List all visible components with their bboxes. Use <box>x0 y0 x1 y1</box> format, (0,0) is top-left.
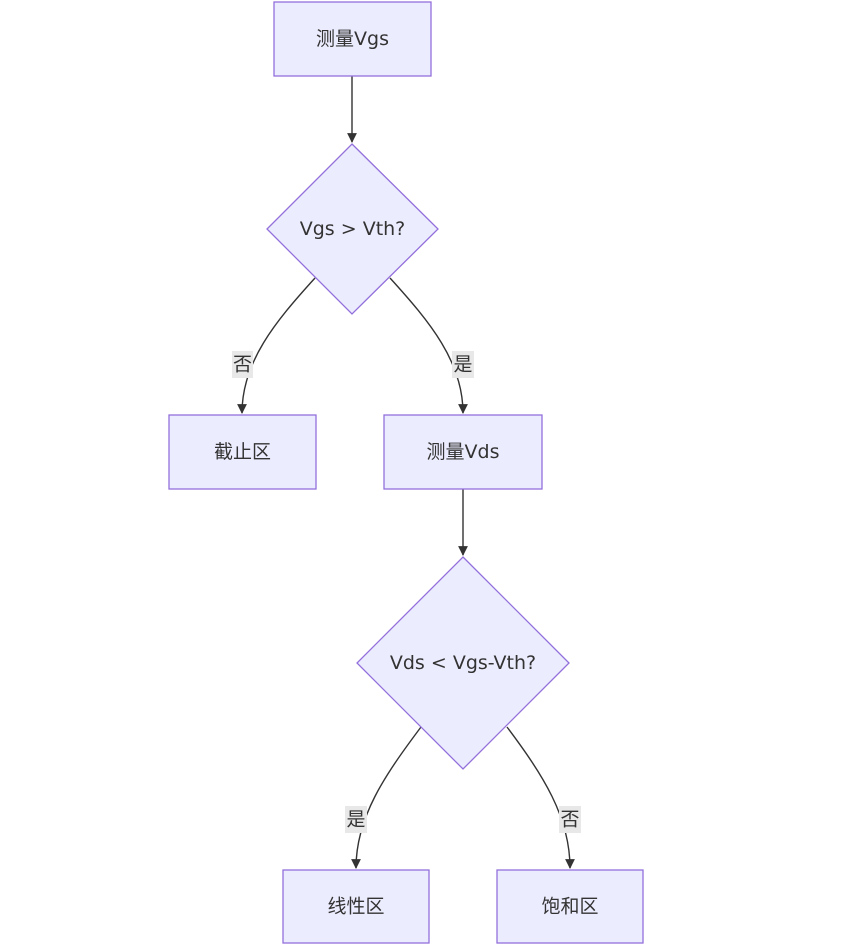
decision-vds-lt-vov[interactable]: Vds < Vgs-Vth? <box>356 556 570 770</box>
node-measure-vds-label: 测量Vds <box>427 441 500 463</box>
node-measure-vds[interactable]: 测量Vds <box>383 414 543 490</box>
edge-label-vgs-no: 否 <box>232 351 253 378</box>
edge-decision-to-linear <box>351 726 422 869</box>
edge-label-vds-yes-text: 是 <box>346 809 365 831</box>
node-cutoff-label: 截止区 <box>214 441 271 463</box>
node-saturation[interactable]: 饱和区 <box>496 869 644 944</box>
edge-decision-to-measure-vds <box>389 277 468 414</box>
edge-label-vgs-yes-text: 是 <box>453 354 472 376</box>
node-linear[interactable]: 线性区 <box>282 869 430 944</box>
node-measure-vgs[interactable]: 测量Vgs <box>273 1 432 77</box>
edges <box>237 76 575 869</box>
node-cutoff[interactable]: 截止区 <box>168 414 317 490</box>
node-linear-label: 线性区 <box>327 896 384 918</box>
decision-vgs-gt-vth-label: Vgs > Vth? <box>300 218 406 240</box>
node-saturation-label: 饱和区 <box>541 896 598 918</box>
edge-decision-to-cutoff <box>237 277 316 414</box>
decision-vds-lt-vov-label: Vds < Vgs-Vth? <box>390 652 536 674</box>
edge-label-vgs-yes: 是 <box>452 351 474 378</box>
node-measure-vgs-label: 测量Vgs <box>316 28 389 50</box>
decision-vgs-gt-vth[interactable]: Vgs > Vth? <box>266 143 439 315</box>
nodes: 测量Vgs Vgs > Vth? 截止区 测量Vds Vds < Vgs-Vth… <box>168 1 644 944</box>
edge-decision-to-saturation <box>506 726 575 869</box>
edge-label-vds-no-text: 否 <box>560 809 579 831</box>
edge-label-vds-yes: 是 <box>345 806 367 833</box>
edge-labels: 否 是 是 否 <box>232 351 581 833</box>
edge-label-vds-no: 否 <box>559 806 581 833</box>
edge-label-vgs-no-text: 否 <box>233 354 252 376</box>
